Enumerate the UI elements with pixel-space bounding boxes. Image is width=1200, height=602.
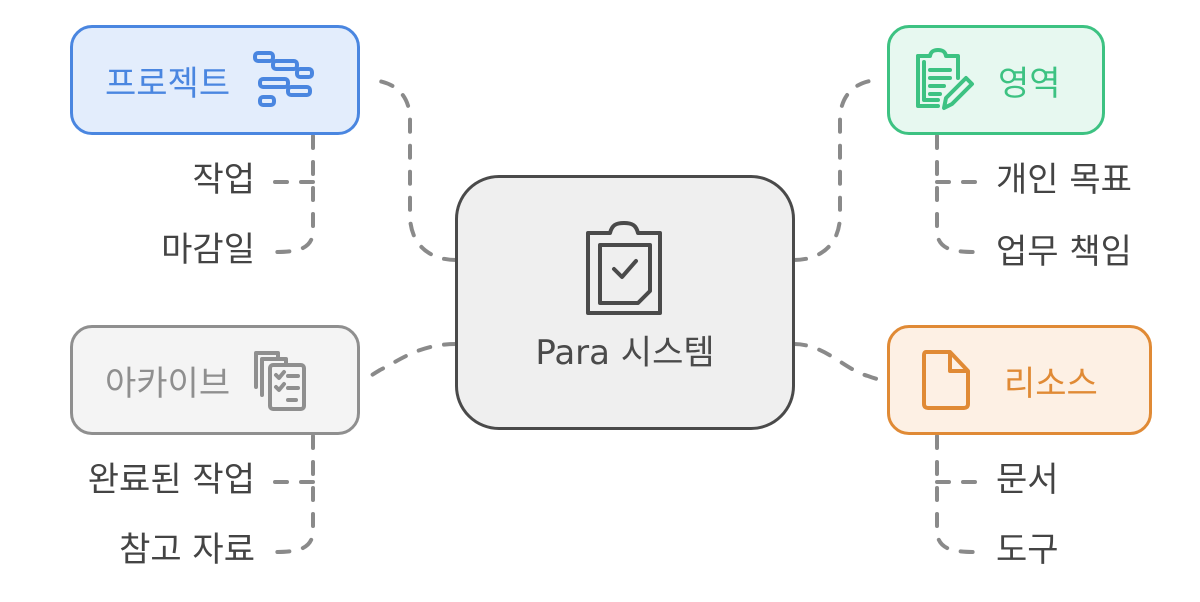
gantt-chart-icon	[253, 51, 315, 107]
document-icon	[922, 350, 970, 410]
leaf-projects-deadline[interactable]: 마감일	[161, 230, 255, 270]
leaf-archive-completed-tasks[interactable]: 완료된 작업	[87, 460, 255, 500]
resources-label: 리소스	[1004, 363, 1098, 404]
branch-node-projects[interactable]: 프로젝트	[70, 25, 360, 135]
clipboard-pencil-icon	[916, 48, 974, 110]
connector-archive-leaves	[273, 434, 315, 554]
leaf-resources-documents[interactable]: 문서	[996, 460, 1059, 500]
connector-center-projects	[370, 78, 458, 262]
connector-areas-leaves	[935, 134, 977, 254]
center-label: Para 시스템	[535, 333, 715, 373]
leaf-resources-tools[interactable]: 도구	[996, 530, 1059, 570]
branch-node-areas[interactable]: 영역	[887, 25, 1105, 135]
projects-label: 프로젝트	[105, 63, 231, 104]
leaf-areas-work-responsibility[interactable]: 업무 책임	[996, 232, 1132, 272]
connector-center-archive	[360, 342, 458, 382]
branch-node-resources[interactable]: 리소스	[887, 325, 1152, 435]
connector-resources-leaves	[935, 434, 977, 554]
leaf-archive-references[interactable]: 참고 자료	[119, 530, 255, 570]
center-node[interactable]: Para 시스템	[455, 175, 795, 430]
archive-label: 아카이브	[105, 363, 231, 404]
branch-node-archive[interactable]: 아카이브	[70, 325, 360, 435]
clipboard-check-icon	[586, 221, 662, 315]
connector-center-areas	[792, 78, 878, 262]
connector-projects-leaves	[273, 134, 315, 254]
leaf-areas-personal-goals[interactable]: 개인 목표	[996, 160, 1132, 200]
stacked-checklist-icon	[254, 351, 307, 411]
areas-label: 영역	[998, 63, 1061, 104]
leaf-projects-tasks[interactable]: 작업	[192, 160, 255, 200]
connector-center-resources	[792, 342, 890, 382]
